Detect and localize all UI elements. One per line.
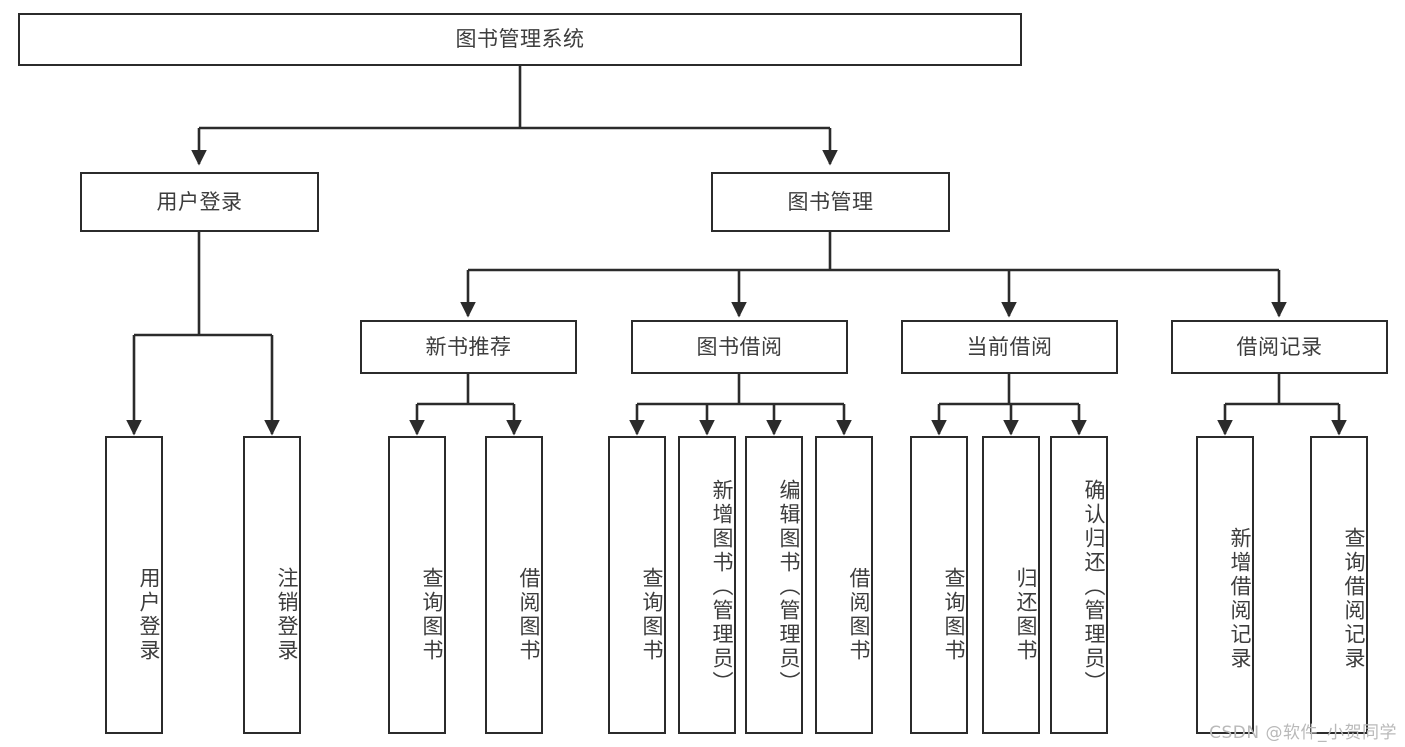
node-leaf-add-borrow-record-label: 新增借阅记录 [1228, 527, 1252, 671]
node-leaf-query-book-3[interactable]: 查询图书 [910, 436, 968, 734]
node-leaf-add-book-admin-label: 新增图书（管理员） [710, 479, 734, 695]
node-leaf-borrow-book-1[interactable]: 借阅图书 [485, 436, 543, 734]
node-borrow-record[interactable]: 借阅记录 [1171, 320, 1388, 374]
node-root-label: 图书管理系统 [455, 27, 585, 52]
node-leaf-borrow-book-1-label: 借阅图书 [517, 567, 541, 663]
node-current-borrow-label: 当前借阅 [966, 334, 1053, 359]
csdn-watermark: CSDN @软件_小贺同学 [1209, 723, 1397, 743]
node-leaf-query-book-2[interactable]: 查询图书 [608, 436, 666, 734]
node-user-login[interactable]: 用户登录 [80, 172, 319, 232]
node-root[interactable]: 图书管理系统 [18, 13, 1022, 66]
node-leaf-user-login-label: 用户登录 [137, 567, 161, 663]
node-book-management[interactable]: 图书管理 [711, 172, 950, 232]
node-leaf-borrow-book-2-label: 借阅图书 [847, 567, 871, 663]
node-leaf-query-book-1[interactable]: 查询图书 [388, 436, 446, 734]
node-leaf-query-book-1-label: 查询图书 [420, 567, 444, 663]
node-leaf-return-book[interactable]: 归还图书 [982, 436, 1040, 734]
node-leaf-query-book-3-label: 查询图书 [942, 567, 966, 663]
node-leaf-edit-book-admin-label: 编辑图书（管理员） [777, 479, 801, 695]
node-user-login-label: 用户登录 [156, 189, 243, 214]
node-leaf-confirm-return-admin[interactable]: 确认归还（管理员） [1050, 436, 1108, 734]
node-leaf-add-borrow-record[interactable]: 新增借阅记录 [1196, 436, 1254, 734]
node-leaf-user-login[interactable]: 用户登录 [105, 436, 163, 734]
node-current-borrow[interactable]: 当前借阅 [901, 320, 1118, 374]
node-leaf-logout-login[interactable]: 注销登录 [243, 436, 301, 734]
node-book-management-label: 图书管理 [787, 189, 874, 214]
node-leaf-query-borrow-record[interactable]: 查询借阅记录 [1310, 436, 1368, 734]
node-leaf-query-book-2-label: 查询图书 [640, 567, 664, 663]
node-leaf-borrow-book-2[interactable]: 借阅图书 [815, 436, 873, 734]
node-new-book-recommend[interactable]: 新书推荐 [360, 320, 577, 374]
node-book-borrow[interactable]: 图书借阅 [631, 320, 848, 374]
node-leaf-confirm-return-admin-label: 确认归还（管理员） [1082, 479, 1106, 695]
node-leaf-edit-book-admin[interactable]: 编辑图书（管理员） [745, 436, 803, 734]
node-leaf-return-book-label: 归还图书 [1014, 567, 1038, 663]
node-leaf-query-borrow-record-label: 查询借阅记录 [1342, 527, 1366, 671]
node-leaf-add-book-admin[interactable]: 新增图书（管理员） [678, 436, 736, 734]
node-new-book-recommend-label: 新书推荐 [425, 334, 512, 359]
node-book-borrow-label: 图书借阅 [696, 334, 783, 359]
node-leaf-logout-login-label: 注销登录 [275, 567, 299, 663]
node-borrow-record-label: 借阅记录 [1236, 334, 1323, 359]
